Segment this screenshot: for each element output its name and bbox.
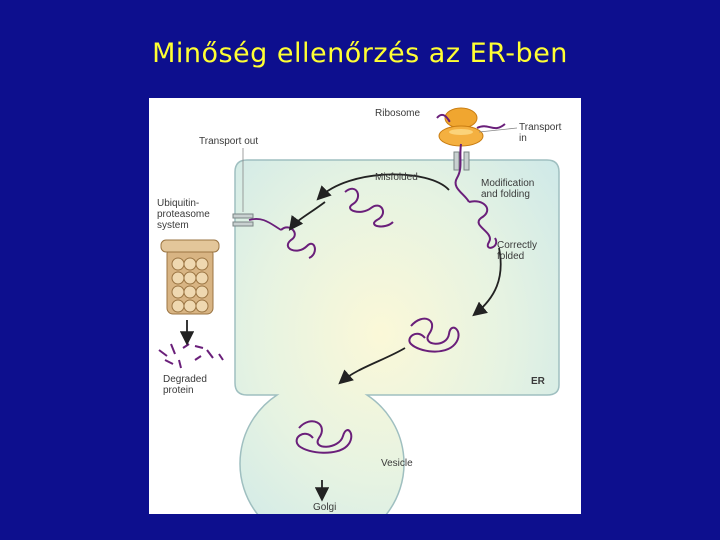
label-ubiquitin-system: Ubiquitin- proteasome system xyxy=(157,198,213,231)
label-ubiquitin-line1: Ubiquitin- xyxy=(157,198,199,209)
label-modification-line2: and folding xyxy=(481,189,530,200)
label-modification-line1: Modification xyxy=(481,178,534,189)
label-degraded-line2: protein xyxy=(163,385,194,396)
retrotranslocated-chain xyxy=(248,218,282,231)
label-correct-line2: folded xyxy=(497,251,524,262)
ribosome-icon xyxy=(436,107,506,147)
label-modification: Modification and folding xyxy=(481,178,537,200)
label-correctly-folded: Correctly folded xyxy=(497,240,540,262)
label-correct-line1: Correctly xyxy=(497,240,537,251)
figure-panel: Ribosome Transport in Transport out Misf… xyxy=(149,98,581,514)
arrow-misfolded-to-exit xyxy=(288,201,326,231)
er-quality-control-diagram: Ribosome Transport in Transport out Misf… xyxy=(157,107,564,514)
proteasome-icon xyxy=(160,239,220,315)
arrow-to-misfolded xyxy=(316,173,450,201)
label-degraded-line1: Degraded xyxy=(163,374,207,385)
label-ribosome: Ribosome xyxy=(375,108,420,119)
transport-out-channel xyxy=(232,213,254,227)
label-degraded: Degraded protein xyxy=(163,374,210,396)
misfolded-protein xyxy=(344,187,394,228)
label-vesicle: Vesicle xyxy=(381,458,413,469)
er-compartment xyxy=(234,159,560,514)
translocon-icon xyxy=(453,151,470,171)
correctly-folded-protein xyxy=(408,317,460,353)
label-golgi: Golgi xyxy=(313,502,336,513)
arrow-to-correctly-folded xyxy=(472,247,502,317)
label-ubiquitin-line3: system xyxy=(157,220,189,231)
vesicle-protein xyxy=(295,420,353,454)
label-transport-in-line2: in xyxy=(519,133,527,144)
label-misfolded: Misfolded xyxy=(375,172,418,183)
slide-title: Minőség ellenőrzés az ER-ben xyxy=(152,38,568,69)
arrow-to-vesicle xyxy=(338,347,406,385)
nascent-protein-chain xyxy=(454,143,470,203)
label-er: ER xyxy=(531,376,546,387)
folding-protein xyxy=(468,200,498,249)
label-transport-out: Transport out xyxy=(199,136,258,147)
label-transport-in-line1: Transport xyxy=(519,122,562,133)
label-transport-in: Transport in xyxy=(519,122,564,144)
degraded-protein-fragments xyxy=(158,343,224,369)
label-ubiquitin-line2: proteasome xyxy=(157,209,210,220)
